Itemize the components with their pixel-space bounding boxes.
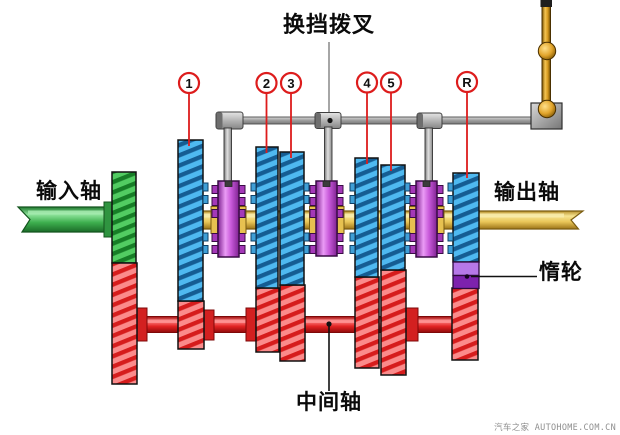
gear-badge-5: 5 (379, 71, 403, 94)
fork-hub-2 (314, 112, 342, 129)
counter-drive-gear (111, 262, 138, 385)
watermark-domain: AUTOHOME.COM.CN (534, 423, 616, 433)
synchronizer-3 (409, 180, 444, 258)
synchronizer-1 (211, 180, 246, 258)
gear-badge-5-label: 5 (387, 76, 394, 91)
shift-lever (530, 0, 563, 130)
gear-2 (255, 146, 279, 289)
counter-shaft-callout (326, 321, 332, 391)
gear-badge-2-label: 2 (263, 76, 270, 91)
gear-badge-3: 3 (279, 71, 303, 95)
gear-badge-4: 4 (355, 71, 379, 94)
gear-badge-4-label: 4 (363, 76, 371, 91)
counter-gear-2 (255, 287, 280, 353)
idler-gear-graphic (452, 261, 480, 290)
shift-lever-cap (540, 0, 552, 7)
gear-4 (354, 157, 379, 278)
gear-badge-r-label: R (462, 75, 472, 90)
fork-rod-2 (324, 126, 333, 184)
counter-gear-4 (354, 276, 380, 369)
counter-gear-3 (279, 284, 306, 362)
speed-gears (177, 139, 480, 302)
gear-callouts (188, 92, 468, 178)
idler-gear-label: 惰轮 (539, 261, 583, 284)
gear-number-badges: 1 2 3 4 5 R (177, 70, 479, 95)
counter-gear-5 (380, 269, 407, 376)
gear-badge-1-label: 1 (185, 76, 192, 91)
output-shaft-label: 输出轴 (494, 181, 560, 204)
gear-badge-3-label: 3 (287, 76, 294, 91)
shift-rail (217, 116, 533, 125)
gear-badge-1: 1 (177, 71, 201, 95)
idler-anchor-dot (464, 274, 470, 279)
fork-rod-3 (424, 127, 433, 184)
shift-lever-pivot-ball (537, 99, 557, 119)
fork-hub-2-pin (327, 117, 333, 124)
gear-r (452, 172, 480, 263)
shift-fork-label: 换挡拨叉 (283, 12, 376, 37)
gear-badge-2: 2 (255, 71, 278, 95)
watermark-site: 汽车之家 (494, 423, 530, 433)
counter-gears (177, 269, 479, 376)
gear-3 (279, 151, 305, 286)
input-gear (111, 171, 137, 264)
counter-gear-1 (177, 300, 205, 350)
shift-lever-joint-ball (537, 41, 557, 61)
synchronizer-2 (309, 180, 344, 257)
watermark: 汽车之家 AUTOHOME.COM.CN (494, 421, 616, 433)
fork-rod-1 (223, 127, 232, 184)
fork-hub-1 (215, 111, 244, 130)
gear-badge-r: R (455, 70, 479, 94)
input-shaft-label: 输入轴 (36, 180, 102, 203)
gear-1 (177, 139, 204, 302)
counter-gear-r (451, 287, 479, 361)
shift-rail-assembly (215, 111, 533, 184)
input-shaft-graphic (16, 201, 114, 238)
gear-5 (380, 164, 406, 271)
fork-hub-3 (416, 112, 443, 129)
counter-shaft-label: 中间轴 (296, 391, 362, 414)
